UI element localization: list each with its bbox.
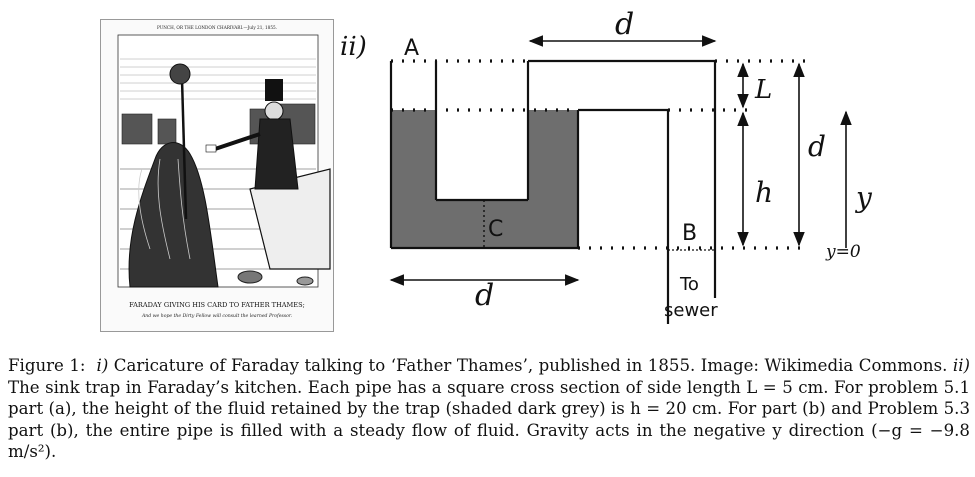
- faraday-arm: [214, 132, 261, 151]
- label-a: A: [404, 36, 419, 61]
- cartoon-title: FARADAY GIVING HIS CARD TO FATHER THAMES…: [129, 301, 305, 309]
- label-d-bottom: d: [475, 278, 494, 313]
- pipe-outline: [389, 59, 717, 324]
- label-sewer: sewer: [664, 300, 718, 321]
- cartoon-debris-2: [296, 276, 314, 286]
- faraday-head: [264, 101, 284, 121]
- father-thames-figure: [128, 142, 219, 288]
- faraday-body: [254, 118, 299, 190]
- caption-part-ii-text: The sink trap in Faraday’s kitchen. Each…: [8, 377, 970, 462]
- cartoon-subtitle: And we hope the Dirty Fellow will consul…: [141, 313, 293, 319]
- label-d-right: d: [808, 130, 826, 163]
- caption-part-ii-label: ii): [952, 356, 970, 375]
- cartoon-staff: [180, 78, 188, 220]
- figure-caption: Figure 1: i) Caricature of Faraday talki…: [8, 355, 970, 463]
- label-y0: y=0: [825, 242, 861, 262]
- label-l: L: [754, 75, 772, 105]
- cartoon-staff-head: [169, 63, 191, 85]
- cartoon-sky-hatching: [120, 58, 316, 100]
- label-y: y: [854, 181, 873, 214]
- caption-part-i-label: i): [96, 356, 109, 375]
- cartoon-boat: [249, 168, 331, 270]
- caption-prefix: Figure 1:: [8, 356, 86, 375]
- faraday-cartoon-image: PUNCH, OR THE LONDON CHARIVARI.—July 21,…: [100, 19, 334, 332]
- sink-trap-diagram: A C B d d L h d y y=0 To sewer: [389, 7, 873, 324]
- cartoon-debris: [237, 270, 263, 284]
- label-b: B: [682, 221, 697, 246]
- label-c: C: [488, 217, 503, 242]
- label-to: To: [679, 274, 699, 295]
- father-thames-hair: [138, 158, 191, 260]
- cartoon-header: PUNCH, OR THE LONDON CHARIVARI.—July 21,…: [157, 25, 277, 30]
- dimension-arrows: [389, 35, 852, 286]
- panel-label-ii: ii): [340, 32, 367, 62]
- retained-fluid: [391, 110, 578, 248]
- faraday-hat: [265, 79, 283, 101]
- dotted-reference-lines: [391, 59, 808, 250]
- caption-part-i-text: Caricature of Faraday talking to ‘Father…: [113, 356, 948, 375]
- faraday-card: [205, 144, 217, 153]
- label-d-top: d: [615, 7, 634, 42]
- label-h: h: [755, 176, 773, 209]
